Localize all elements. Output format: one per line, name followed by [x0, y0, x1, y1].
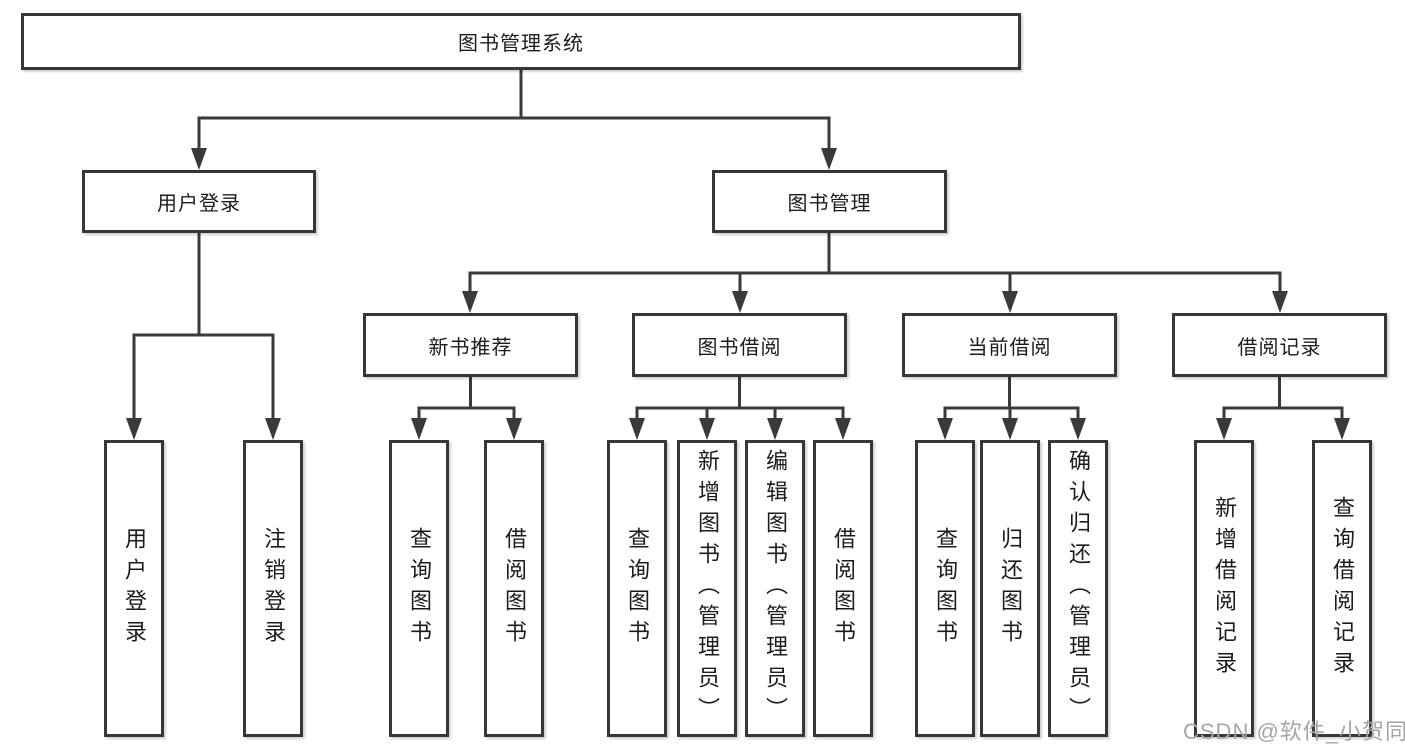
arrowheads: [126, 148, 1350, 440]
edge-borrowing-branch: [635, 406, 845, 420]
node-leaf-borrow-books-recommend: 借阅图书: [484, 440, 544, 737]
arrow-leaf-query-books-1: [411, 418, 427, 440]
node-leaf-user-login: 用户登录: [104, 440, 164, 737]
watermark: CSDN @软件_小贺同学: [1183, 719, 1405, 744]
node-borrow-records: 借阅记录: [1172, 313, 1387, 377]
arrow-leaf-query-books-2: [629, 418, 645, 440]
arrow-leaf-borrow-books-1: [506, 418, 522, 440]
node-leaf-query-books-recommend: 查询图书: [389, 440, 449, 737]
node-book-management: 图书管理: [712, 170, 947, 233]
edge-level2-branch: [197, 116, 831, 152]
node-leaf-add-book-admin: 新增图书（管理员）: [677, 440, 737, 737]
node-leaf-edit-book-admin: 编辑图书（管理员）: [745, 440, 805, 737]
node-leaf-add-borrow-record: 新增借阅记录: [1194, 440, 1254, 737]
connector-paths: [132, 70, 1344, 420]
arrow-leaf-add-record: [1216, 418, 1232, 440]
arrow-leaf-borrow-books-2: [835, 418, 851, 440]
node-new-book-recommend: 新书推荐: [363, 313, 578, 377]
arrow-leaf-add-book: [699, 418, 715, 440]
node-current-borrowing: 当前借阅: [902, 313, 1117, 377]
arrow-leaf-edit-book: [767, 418, 783, 440]
arrow-leaf-query-record: [1334, 418, 1350, 440]
arrow-book-management: [821, 148, 837, 170]
arrow-leaf-logout: [265, 418, 281, 440]
edge-userlogin-branch: [132, 333, 275, 420]
arrow-leaf-query-books-3: [937, 418, 953, 440]
edge-records-branch: [1222, 406, 1344, 420]
node-leaf-borrow-books: 借阅图书: [813, 440, 873, 737]
node-leaf-logout: 注销登录: [243, 440, 303, 737]
arrow-leaf-confirm-return: [1070, 418, 1086, 440]
node-leaf-query-books-borrowing: 查询图书: [607, 440, 667, 737]
node-user-login: 用户登录: [82, 170, 316, 233]
arrow-book-borrowing: [732, 291, 748, 313]
arrow-user-login: [191, 148, 207, 170]
arrow-leaf-user-login: [126, 418, 142, 440]
node-leaf-return-book: 归还图书: [980, 440, 1040, 737]
node-book-borrowing: 图书借阅: [632, 313, 847, 377]
edge-recommend-branch: [417, 406, 516, 420]
node-leaf-query-borrow-record: 查询借阅记录: [1312, 440, 1372, 737]
node-leaf-confirm-return-admin: 确认归还（管理员）: [1048, 440, 1108, 737]
edge-level3-branch: [468, 271, 1282, 295]
node-leaf-query-books-current: 查询图书: [915, 440, 975, 737]
node-library-system: 图书管理系统: [21, 13, 1021, 70]
arrow-current-borrowing: [1002, 291, 1018, 313]
arrow-new-book-recommend: [462, 291, 478, 313]
arrow-leaf-return-book: [1002, 418, 1018, 440]
arrow-borrow-records: [1272, 291, 1288, 313]
